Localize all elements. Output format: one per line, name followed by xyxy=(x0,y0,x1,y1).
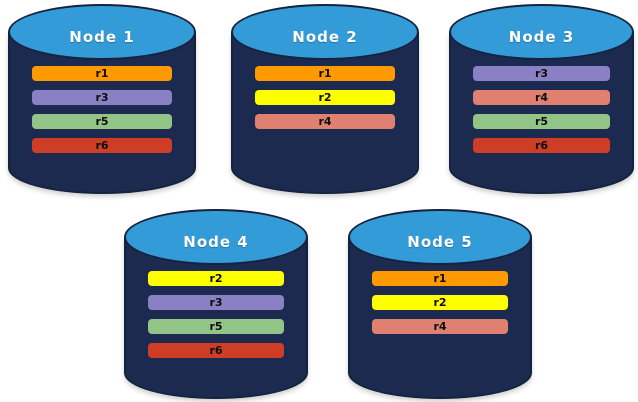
replica-bar-r4[interactable]: r4 xyxy=(371,319,509,334)
replica-bar-r2[interactable]: r2 xyxy=(371,295,509,310)
replica-bar-r6[interactable]: r6 xyxy=(32,138,172,153)
replica-bar-r3[interactable]: r3 xyxy=(147,295,285,310)
replica-bar-list: r1 r3 r5 r6 xyxy=(8,66,196,153)
node-label: Node 5 xyxy=(407,232,473,251)
replica-bar-r6[interactable]: r6 xyxy=(473,138,610,153)
replica-bar-r5[interactable]: r5 xyxy=(473,114,610,129)
cylinder-top-ellipse: Node 4 xyxy=(124,209,308,265)
replica-bar-r2[interactable]: r2 xyxy=(147,271,285,286)
replica-bar-list: r1 r2 r4 xyxy=(231,66,419,129)
replica-bar-r1[interactable]: r1 xyxy=(255,66,395,81)
node-cylinder-4[interactable]: Node 4 r2 r3 r5 r6 xyxy=(124,209,308,399)
cylinder-top-ellipse: Node 5 xyxy=(348,209,532,265)
cylinder-top-ellipse: Node 3 xyxy=(449,4,634,60)
replica-bar-r2[interactable]: r2 xyxy=(255,90,395,105)
node-cylinder-2[interactable]: Node 2 r1 r2 r4 xyxy=(231,4,419,194)
replica-bar-r4[interactable]: r4 xyxy=(473,90,610,105)
replica-bar-list: r3 r4 r5 r6 xyxy=(449,66,634,153)
replica-bar-list: r2 r3 r5 r6 xyxy=(124,271,308,358)
node-label: Node 1 xyxy=(69,27,135,46)
node-label: Node 2 xyxy=(292,27,358,46)
replica-bar-r6[interactable]: r6 xyxy=(147,343,285,358)
replica-bar-r5[interactable]: r5 xyxy=(147,319,285,334)
replica-bar-list: r1 r2 r4 xyxy=(348,271,532,334)
cylinder-top-ellipse: Node 2 xyxy=(231,4,419,60)
node-label: Node 4 xyxy=(183,232,249,251)
cylinder-top-ellipse: Node 1 xyxy=(8,4,196,60)
node-cylinder-3[interactable]: Node 3 r3 r4 r5 r6 xyxy=(449,4,634,194)
replica-bar-r3[interactable]: r3 xyxy=(32,90,172,105)
node-cylinder-1[interactable]: Node 1 r1 r3 r5 r6 xyxy=(8,4,196,194)
node-cylinder-5[interactable]: Node 5 r1 r2 r4 xyxy=(348,209,532,399)
replica-bar-r1[interactable]: r1 xyxy=(371,271,509,286)
replica-bar-r5[interactable]: r5 xyxy=(32,114,172,129)
replica-bar-r1[interactable]: r1 xyxy=(32,66,172,81)
node-label: Node 3 xyxy=(508,27,575,46)
replica-bar-r3[interactable]: r3 xyxy=(473,66,610,81)
replica-bar-r4[interactable]: r4 xyxy=(255,114,395,129)
